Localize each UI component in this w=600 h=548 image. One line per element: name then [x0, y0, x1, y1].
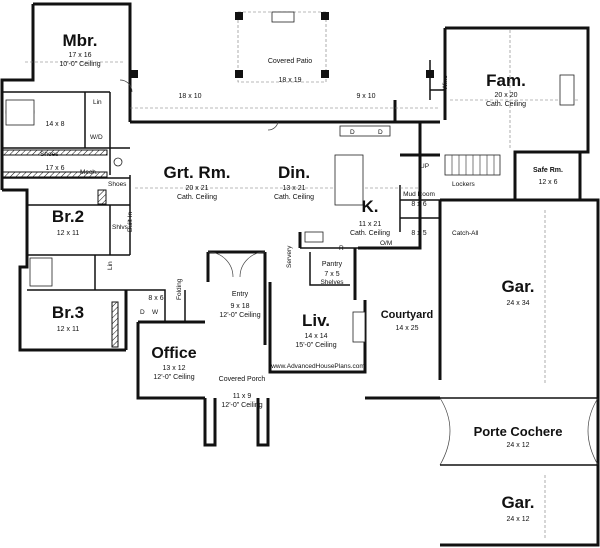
br3-name: Br.3 [52, 303, 84, 322]
mbr-note: 10'-0" Ceiling [59, 61, 100, 68]
kit-name: K. [362, 197, 379, 216]
gar1-size: 24 x 34 [507, 300, 530, 307]
catchall-label: Catch-All [452, 230, 479, 237]
saferm-size: 12 x 6 [538, 179, 557, 186]
wine-label: Wine [442, 75, 449, 90]
lin-label-1: Lin [93, 99, 102, 106]
br2-name: Br.2 [52, 207, 84, 226]
pantry-note: Shelves [320, 279, 344, 286]
servery-label: Servery [286, 245, 293, 268]
porte-size: 24 x 12 [507, 442, 530, 449]
folding-label: Folding [176, 278, 183, 300]
gar2-size: 24 x 12 [507, 516, 530, 523]
tub-icon [29, 257, 53, 287]
up-label: UP [420, 163, 429, 170]
kit-note: Cath. Ceiling [350, 230, 390, 237]
mudroom-name: Mud Room [403, 191, 435, 198]
din-size: 13 x 21 [283, 185, 306, 192]
grt-name: Grt. Rm. [163, 163, 230, 182]
shoes-label-1: Shoes [40, 151, 59, 158]
porch-name: Covered Porch [219, 376, 266, 383]
fireplace-icon [559, 74, 575, 106]
lockers-label: Lockers [452, 181, 476, 188]
patio-size: 18 x 19 [279, 77, 302, 84]
mbath-size: 14 x 8 [45, 121, 64, 128]
dryer-label: D [140, 309, 145, 316]
shelf-hatch [1, 171, 108, 178]
toilet-icon [113, 157, 123, 167]
pantry-name: Pantry [322, 261, 343, 268]
liv-note: 15'-0" Ceiling [295, 342, 336, 349]
mudroom-size: 8 x 6 [411, 201, 426, 208]
om-label: O/M [380, 240, 392, 247]
entry-name: Entry [232, 291, 249, 298]
shelf-hatch [1, 149, 108, 156]
grt-note: Cath. Ceiling [177, 194, 217, 201]
kitchen-fixtures [304, 125, 391, 243]
courtyard-name: Courtyard [381, 309, 434, 321]
porch-size: 11 x 9 [233, 393, 252, 400]
lin-label-2: Lin [107, 261, 114, 270]
fam-note: Cath. Ceiling [486, 101, 526, 108]
stairs [444, 154, 501, 176]
entry-size: 9 x 18 [230, 303, 249, 310]
wd-label: W/D [90, 134, 103, 141]
mcloset-size: 17 x 6 [45, 165, 64, 172]
shlvs-label: Shlvs [112, 224, 129, 231]
dishwasher-label: D [350, 129, 355, 136]
hall-size: 8 x 5 [411, 230, 426, 237]
pantry-size: 7 x 5 [324, 271, 339, 278]
fireplace-icon [271, 11, 295, 23]
porch-note: 12'-0" Ceiling [221, 402, 262, 409]
builtin-label: Built-In [127, 211, 134, 232]
mbr-name: Mbr. [63, 31, 98, 50]
porte-cochere-arcs [439, 210, 599, 540]
office-name: Office [151, 345, 196, 362]
dishwasher-label-2: D [378, 129, 383, 136]
office-note: 12'-0" Ceiling [153, 374, 194, 381]
fireplace-icon [352, 311, 366, 343]
office-size: 13 x 12 [163, 365, 186, 372]
watermark: www.AdvancedHousePlans.com [270, 363, 365, 370]
porte-name: Porte Cochere [474, 424, 563, 439]
gar1-name: Gar. [501, 277, 534, 296]
patio-right-size: 9 x 10 [356, 93, 375, 100]
courtyard-size: 14 x 25 [396, 325, 419, 332]
din-note: Cath. Ceiling [274, 194, 314, 201]
liv-name: Liv. [302, 311, 330, 330]
liv-size: 14 x 14 [305, 333, 328, 340]
dashed-dividers [25, 30, 580, 189]
kit-size: 11 x 21 [359, 221, 382, 228]
gar2-name: Gar. [501, 493, 534, 512]
mech-label: Mech. [80, 169, 98, 176]
shelf-hatch [97, 189, 107, 205]
shoes-label-2: Shoes [108, 181, 127, 188]
din-name: Din. [278, 163, 310, 182]
mbr-size: 17 x 16 [69, 52, 92, 59]
saferm-name: Safe Rm. [533, 167, 563, 174]
covered-patio [130, 11, 440, 109]
shelf-hatch [111, 301, 119, 348]
bath-fixtures [5, 99, 123, 287]
grt-size: 20 x 21 [186, 185, 209, 192]
entry-note: 12'-0" Ceiling [219, 312, 260, 319]
br3-size: 12 x 11 [57, 326, 80, 333]
washer-label: W [152, 309, 159, 316]
br2-size: 12 x 11 [57, 230, 80, 237]
interior-walls [2, 60, 445, 322]
laundry-size: 8 x 6 [148, 295, 163, 302]
fam-size: 20 x 20 [495, 92, 518, 99]
patio-left-size: 18 x 10 [179, 93, 202, 100]
patio-name: Covered Patio [268, 58, 312, 65]
fridge-label: R [339, 245, 344, 252]
fam-name: Fam. [486, 71, 526, 90]
door-swings [119, 79, 279, 278]
